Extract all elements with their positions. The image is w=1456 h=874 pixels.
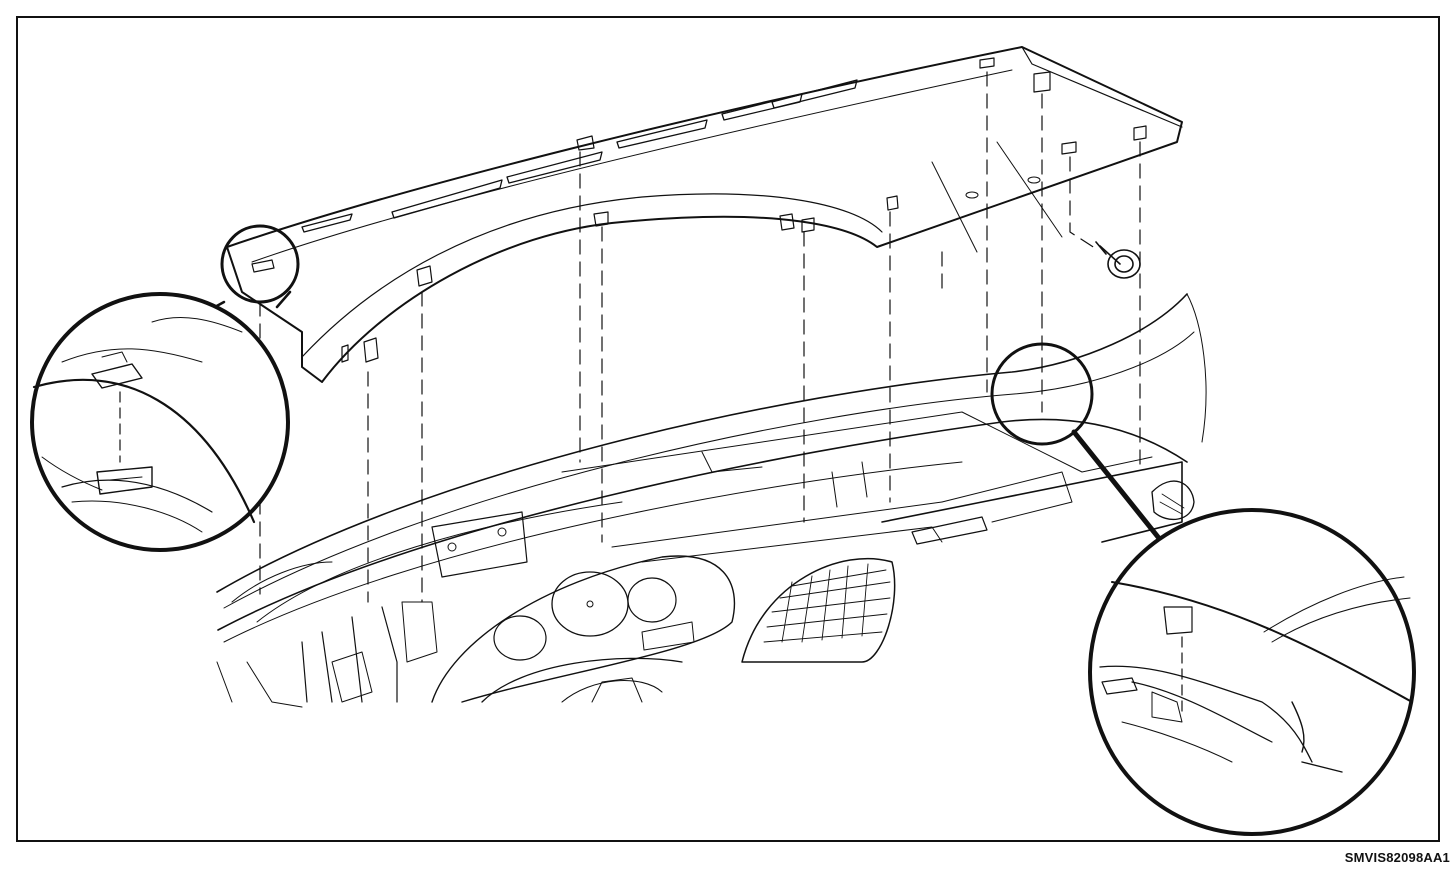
alignment-guide-lines [259, 71, 1141, 603]
pad-retaining-clips [251, 57, 1147, 363]
left-detail-magnifier [30, 224, 300, 552]
right-detail-magnifier [990, 342, 1416, 836]
instrument-panel-carrier [216, 293, 1207, 708]
exploded-view-diagram [30, 46, 1416, 836]
figure-id-label: SMVIS82098AA1 [1344, 850, 1450, 865]
defroster-vents [301, 79, 858, 233]
vent-grille [763, 563, 891, 643]
screw [1095, 241, 1141, 279]
dashboard-upper-trim-pad [226, 46, 1183, 383]
diagram-frame [16, 16, 1440, 842]
